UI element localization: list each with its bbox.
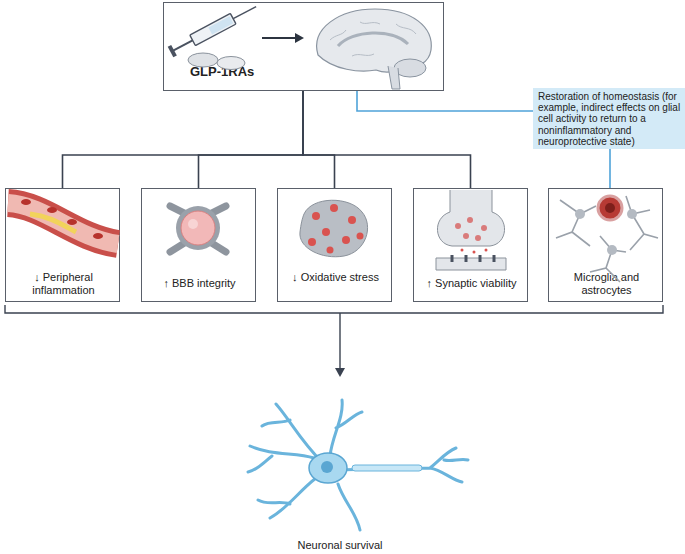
box-label: Microglia and astrocytes (551, 271, 662, 297)
syringe-icon (168, 1, 259, 57)
vessel-wall (8, 203, 118, 244)
transmitter (473, 251, 476, 254)
ros-dot (357, 233, 364, 240)
neuron-icon (248, 400, 468, 530)
synapse-icon (436, 190, 506, 270)
receptors (452, 255, 494, 262)
pill (217, 57, 245, 70)
vesicle (481, 225, 487, 231)
highlight (188, 219, 198, 229)
neuron-soma (309, 453, 347, 483)
ros-dot (348, 216, 356, 224)
merge-bracket (5, 305, 663, 313)
brainstem (388, 66, 400, 89)
branch-line (303, 91, 335, 188)
bbb-icon (170, 206, 226, 252)
ros-dot (342, 236, 350, 244)
vessel-lumen (605, 203, 615, 213)
flow-arrow (262, 33, 304, 43)
ros-dot (312, 212, 320, 220)
cell-blob (300, 200, 368, 257)
glial-soma (627, 209, 637, 219)
glial-processes (556, 196, 658, 282)
cerebellum (394, 59, 426, 77)
syringe-fluid (208, 16, 233, 34)
blood-cell (93, 233, 103, 239)
effect-box: ↓ Oxidative stress (277, 188, 392, 302)
arrow-head (335, 368, 345, 377)
glial-soma (575, 209, 585, 219)
blood-cell (67, 219, 77, 225)
corpus-callosum (338, 33, 408, 46)
vesicle (455, 223, 461, 229)
effect-box: ↑ BBB integrity (141, 188, 256, 302)
blood-cell (21, 199, 31, 205)
arrow-head (295, 33, 304, 43)
homeostasis-line (609, 149, 611, 188)
box-label: ↑ Synaptic viability (416, 277, 527, 290)
myelin (352, 465, 422, 471)
outcome-label: Neuronal survival (240, 538, 440, 552)
vesicle (475, 235, 481, 241)
box-label: ↑ BBB integrity (144, 277, 255, 290)
brain-icon (317, 9, 432, 89)
syringe-needle (233, 7, 256, 19)
syringe-barrel (190, 13, 236, 45)
vesicle (467, 217, 473, 223)
endothelial-ring (176, 206, 220, 250)
effect-box: ↑ Synaptic viability (413, 188, 528, 302)
effect-box: Microglia and astrocytes (548, 188, 663, 302)
astrocyte-feet (170, 206, 226, 252)
vesicle (463, 233, 469, 239)
box-label: GLP-1RAs (190, 64, 310, 79)
plunger-rod (173, 40, 192, 50)
glia-icon (556, 196, 658, 282)
blood-vessel (598, 196, 622, 220)
brain-folds (330, 22, 416, 56)
ros-dot (327, 247, 334, 254)
callout-box: Restoration of homeostasis (for example,… (533, 88, 685, 149)
effect-box: ↓ Peripheral inflammation (5, 188, 120, 302)
capillary-lumen (181, 211, 215, 245)
arrow-shaft (262, 37, 296, 39)
transmitter (461, 249, 464, 252)
branch-line (63, 91, 304, 188)
vessel-lumen (8, 203, 118, 244)
neuron-nucleus (321, 461, 333, 473)
oxidative-icon (300, 200, 368, 257)
plaque (30, 214, 76, 232)
pill-icons (188, 53, 245, 70)
homeostasis-line (357, 91, 533, 111)
ros-dot (308, 238, 316, 246)
postsynaptic-membrane (436, 258, 506, 270)
blood-cell (47, 207, 57, 213)
branch-line (199, 91, 304, 188)
transmitter (485, 249, 488, 252)
pill (188, 53, 218, 67)
drug-box: GLP-1RAs (163, 2, 444, 91)
ros-dot (322, 228, 330, 236)
box-label: Restoration of homeostasis (for example,… (538, 91, 682, 147)
arrow-shaft (339, 313, 340, 370)
box-label: ↓ Peripheral inflammation (8, 271, 119, 297)
glial-soma (607, 245, 617, 255)
brain-cortex (317, 9, 432, 72)
box-label: ↓ Oxidative stress (280, 271, 391, 284)
vessel-icon (8, 199, 118, 244)
ros-dot (330, 204, 338, 212)
neuron-processes (248, 400, 468, 530)
branch-line (303, 91, 471, 188)
presynaptic-terminal (437, 190, 504, 246)
plunger-cap (168, 45, 177, 57)
